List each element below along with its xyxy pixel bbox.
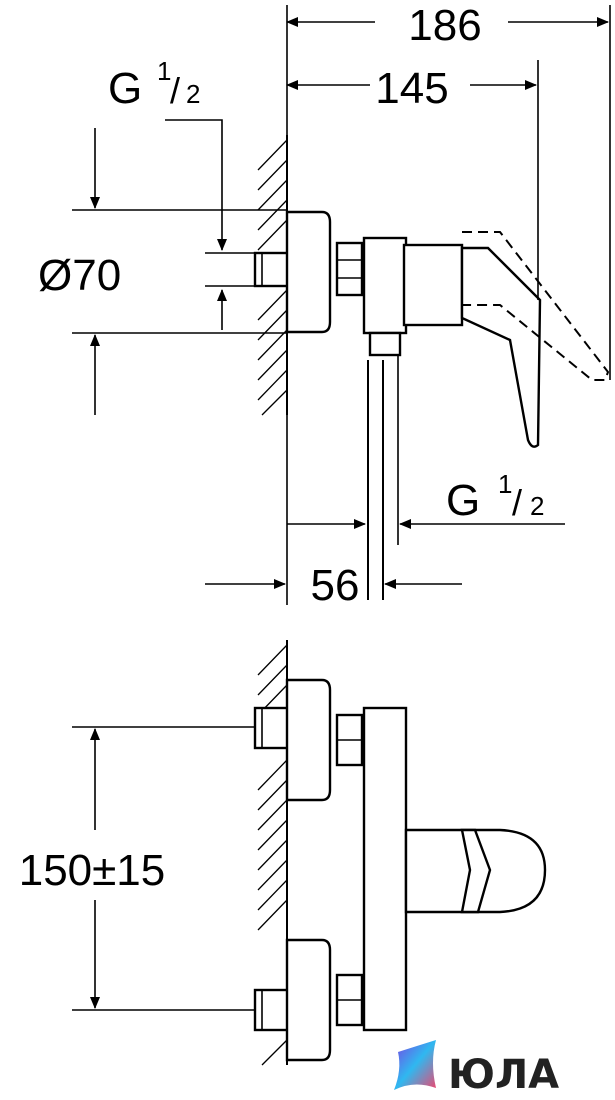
- outlet-thread-callout: G 1 / 2: [287, 469, 565, 529]
- dim-186-label: 186: [408, 1, 481, 50]
- connector-nut: [335, 241, 364, 297]
- inlet-thread-callout: G 1 / 2: [108, 56, 227, 330]
- brand-name: ЮЛА: [448, 1052, 559, 1098]
- escutcheon: [285, 210, 332, 334]
- upper-inlet-stub: [253, 706, 290, 750]
- mixer-body: [362, 236, 408, 335]
- lower-escutcheon: [285, 938, 332, 1062]
- outlet-thread-num: 1: [498, 469, 512, 499]
- outlet-nipple: [368, 331, 402, 357]
- lever-grip: [460, 828, 492, 914]
- svg-text:/: /: [512, 482, 522, 523]
- inlet-thread-label: G: [108, 64, 142, 113]
- inlet-thread-num: 1: [157, 56, 171, 86]
- dim-inlet-centers: 150±15: [19, 726, 255, 1011]
- dim-lever-depth: 145: [286, 64, 537, 113]
- inlet-stub: [253, 251, 290, 288]
- side-view: 186 145 G 1 / 2 Ø70 G: [38, 1, 611, 610]
- dim-145-label: 145: [375, 64, 448, 113]
- upper-escutcheon: [285, 678, 332, 802]
- dim-56-label: 56: [311, 561, 360, 610]
- dim-overall-depth: 186: [286, 1, 609, 50]
- mixer-bar: [362, 706, 408, 1032]
- outlet-thread-den: 2: [530, 491, 544, 521]
- lever-alt-position: [462, 231, 610, 381]
- outlet-thread-label: G: [446, 476, 480, 525]
- mixer-housing: [402, 243, 464, 327]
- svg-text:/: /: [170, 70, 180, 111]
- lower-inlet-stub: [253, 988, 290, 1032]
- lever-handle: [460, 246, 542, 448]
- brand-watermark: ЮЛА: [394, 1040, 559, 1098]
- dim-escutcheon-diameter: Ø70: [38, 128, 287, 415]
- inlet-thread-den: 2: [186, 79, 200, 109]
- dim-outlet-offset: 56: [205, 561, 462, 610]
- front-view: 150±15: [19, 640, 547, 1066]
- dim-70-label: Ø70: [38, 251, 121, 300]
- brand-logo-icon: [394, 1040, 436, 1090]
- dim-150-label: 150±15: [19, 846, 166, 895]
